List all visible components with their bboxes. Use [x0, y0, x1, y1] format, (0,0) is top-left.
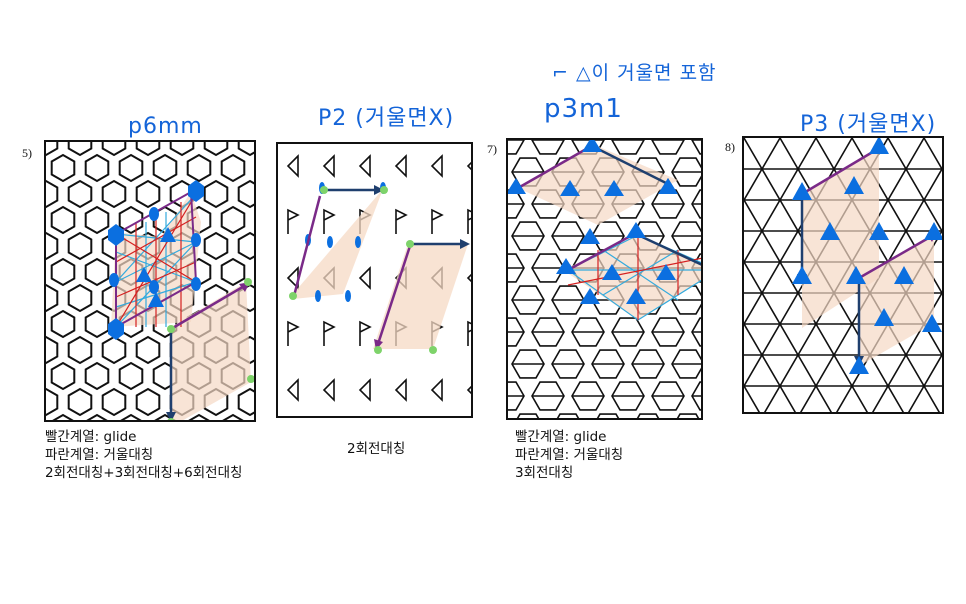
- panel-7-title-note: ⌐ △이 거울면 포함: [552, 62, 717, 84]
- panel-7-notes: 빨간계열: glide 파란계열: 거울대칭 3회전대칭: [515, 428, 623, 482]
- glide-lines: [115, 193, 197, 328]
- panel-6-p2-pattern: [276, 142, 473, 418]
- highlight-lattice: [859, 233, 934, 366]
- note-line: 빨간계열: glide: [515, 429, 607, 445]
- panel-5-number: 5): [22, 146, 32, 160]
- triangle-pattern: [744, 138, 942, 412]
- note-line: 파란계열: 거울대칭: [45, 447, 154, 463]
- panel-8-p3-pattern: [742, 136, 944, 414]
- panel-5-p6mm-pattern: [44, 140, 256, 422]
- note-line: 파란계열: 거울대칭: [515, 447, 624, 463]
- panel-8-number: 8): [725, 140, 735, 154]
- highlight-region: [293, 189, 383, 299]
- panel-7-p3m1-pattern: [506, 138, 703, 420]
- triangle-hex-pattern: [508, 140, 701, 418]
- flag-pattern: [286, 154, 471, 402]
- note-line: 3회전대칭: [515, 465, 574, 481]
- note-line: 빨간계열: glide: [45, 429, 137, 445]
- note-line: 2회전대칭: [347, 441, 406, 457]
- highlight-region: [373, 244, 468, 349]
- panel-6-title: P2 (거울면X): [318, 106, 455, 131]
- panel-6-notes: 2회전대칭: [347, 440, 405, 458]
- rotation-markers: [792, 138, 942, 374]
- highlight-region: [518, 144, 678, 225]
- panel-8-title: P3 (거울면X): [800, 112, 937, 137]
- panel-5-title: p6mm: [128, 114, 203, 139]
- rotation-markers: [508, 140, 678, 304]
- panel-7-number: 7): [487, 142, 497, 156]
- panel-5-notes: 빨간계열: glide 파란계열: 거울대칭 2회전대칭+3회전대칭+6회전대칭: [45, 428, 242, 482]
- note-line: 2회전대칭+3회전대칭+6회전대칭: [45, 465, 243, 481]
- panel-7-title: p3m1: [544, 94, 623, 124]
- hexagon-tiling: [46, 142, 254, 420]
- rotation-markers: [108, 180, 204, 340]
